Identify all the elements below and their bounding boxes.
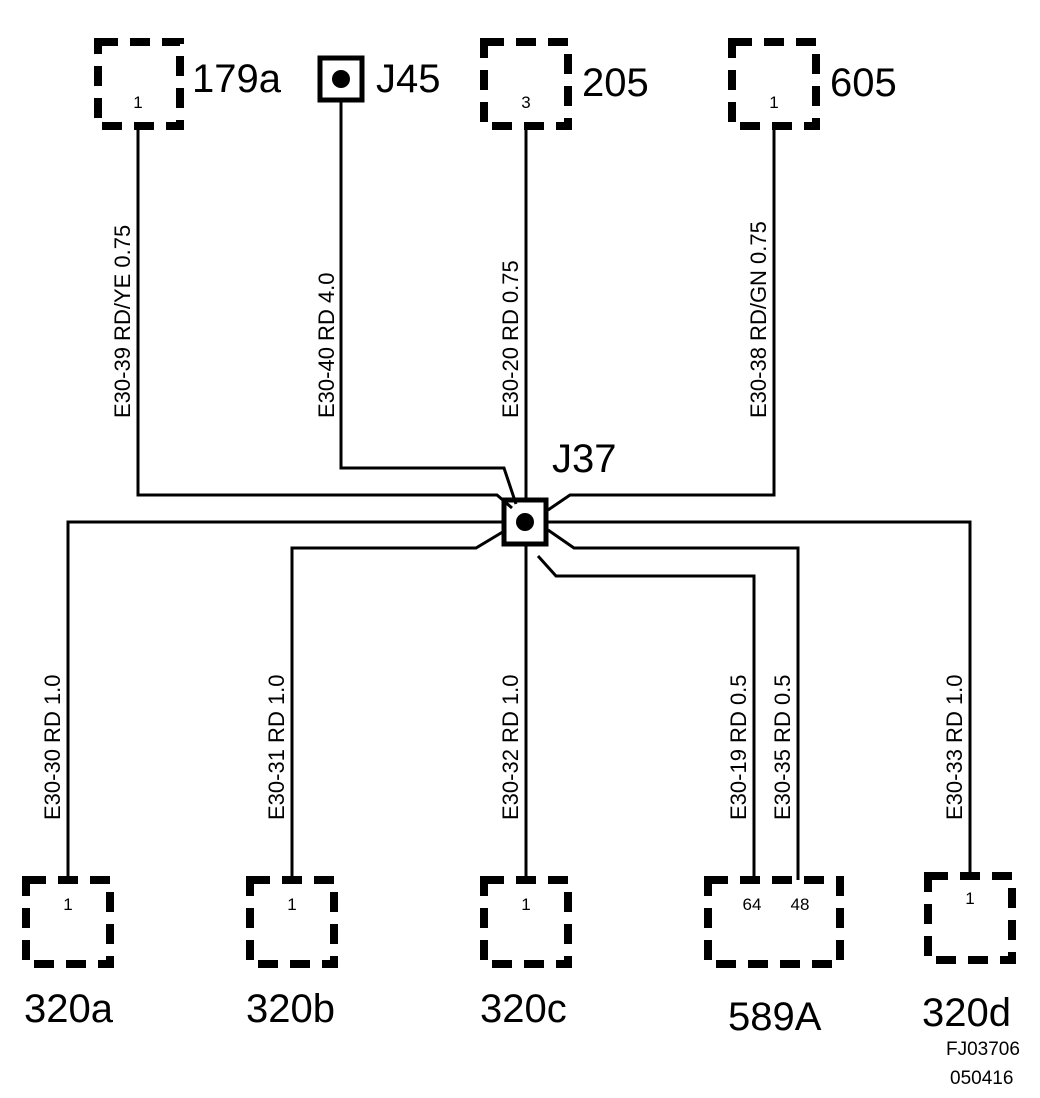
junction-dot xyxy=(332,70,350,88)
junction-j45: J45 xyxy=(317,55,441,103)
component-320a: 1 320a xyxy=(22,876,114,1031)
junction-label: J45 xyxy=(376,57,441,101)
pin-label-left: 64 xyxy=(743,895,762,914)
component-label: 320a xyxy=(24,987,114,1031)
wire-e30-35 xyxy=(547,528,800,880)
component-589a: 64 48 589A xyxy=(704,876,844,1039)
wire-label-e30-39: E30-39 RD/YE 0.75 xyxy=(110,225,135,418)
junction-j37: J37 xyxy=(501,437,617,547)
component-320d: 1 320d xyxy=(922,872,1016,1035)
component-label: 320b xyxy=(246,987,335,1031)
junction-dot xyxy=(516,513,534,531)
component-320c: 1 320c xyxy=(480,876,572,1031)
wire-e30-19 xyxy=(536,554,756,880)
pin-label-right: 48 xyxy=(791,895,810,914)
wire-e30-33 xyxy=(546,520,972,876)
wire-label-e30-40: E30-40 RD 4.0 xyxy=(314,272,339,418)
component-205: 3 205 xyxy=(480,38,649,130)
component-label: 589A xyxy=(728,995,822,1039)
component-label: 179a xyxy=(192,57,282,101)
wire-label-e30-33: E30-33 RD 1.0 xyxy=(942,674,967,820)
pin-label: 1 xyxy=(521,895,530,914)
reference-code: FJ03706 xyxy=(946,1039,1020,1060)
wire-label-e30-20: E30-20 RD 0.75 xyxy=(498,260,523,418)
wire-e30-40 xyxy=(339,100,518,505)
component-320b: 1 320b xyxy=(246,876,338,1031)
component-label: 320c xyxy=(480,987,567,1031)
wire-e30-30 xyxy=(66,520,504,880)
wire-e30-31 xyxy=(290,528,507,880)
wire-label-e30-31: E30-31 RD 1.0 xyxy=(264,674,289,820)
reference-date: 050416 xyxy=(950,1068,1013,1089)
pin-label: 1 xyxy=(769,93,778,112)
wire-label-e30-38: E30-38 RD/GN 0.75 xyxy=(746,221,771,418)
component-label: 605 xyxy=(830,61,897,105)
pin-label: 1 xyxy=(63,895,72,914)
component-179a: 1 179a xyxy=(94,38,282,130)
wire-label-e30-35: E30-35 RD 0.5 xyxy=(770,674,795,820)
pin-label: 3 xyxy=(521,93,530,112)
pin-label: 1 xyxy=(965,889,974,908)
pin-label: 1 xyxy=(133,93,142,112)
component-label: 205 xyxy=(582,61,649,105)
wire-e30-38 xyxy=(547,126,776,512)
wire-label-e30-30: E30-30 RD 1.0 xyxy=(40,674,65,820)
component-605: 1 605 xyxy=(728,38,897,130)
wire-label-e30-32: E30-32 RD 1.0 xyxy=(498,674,523,820)
component-label: 320d xyxy=(922,991,1011,1035)
wire-label-e30-19: E30-19 RD 0.5 xyxy=(726,674,751,820)
junction-label: J37 xyxy=(552,437,617,481)
pin-label: 1 xyxy=(287,895,296,914)
